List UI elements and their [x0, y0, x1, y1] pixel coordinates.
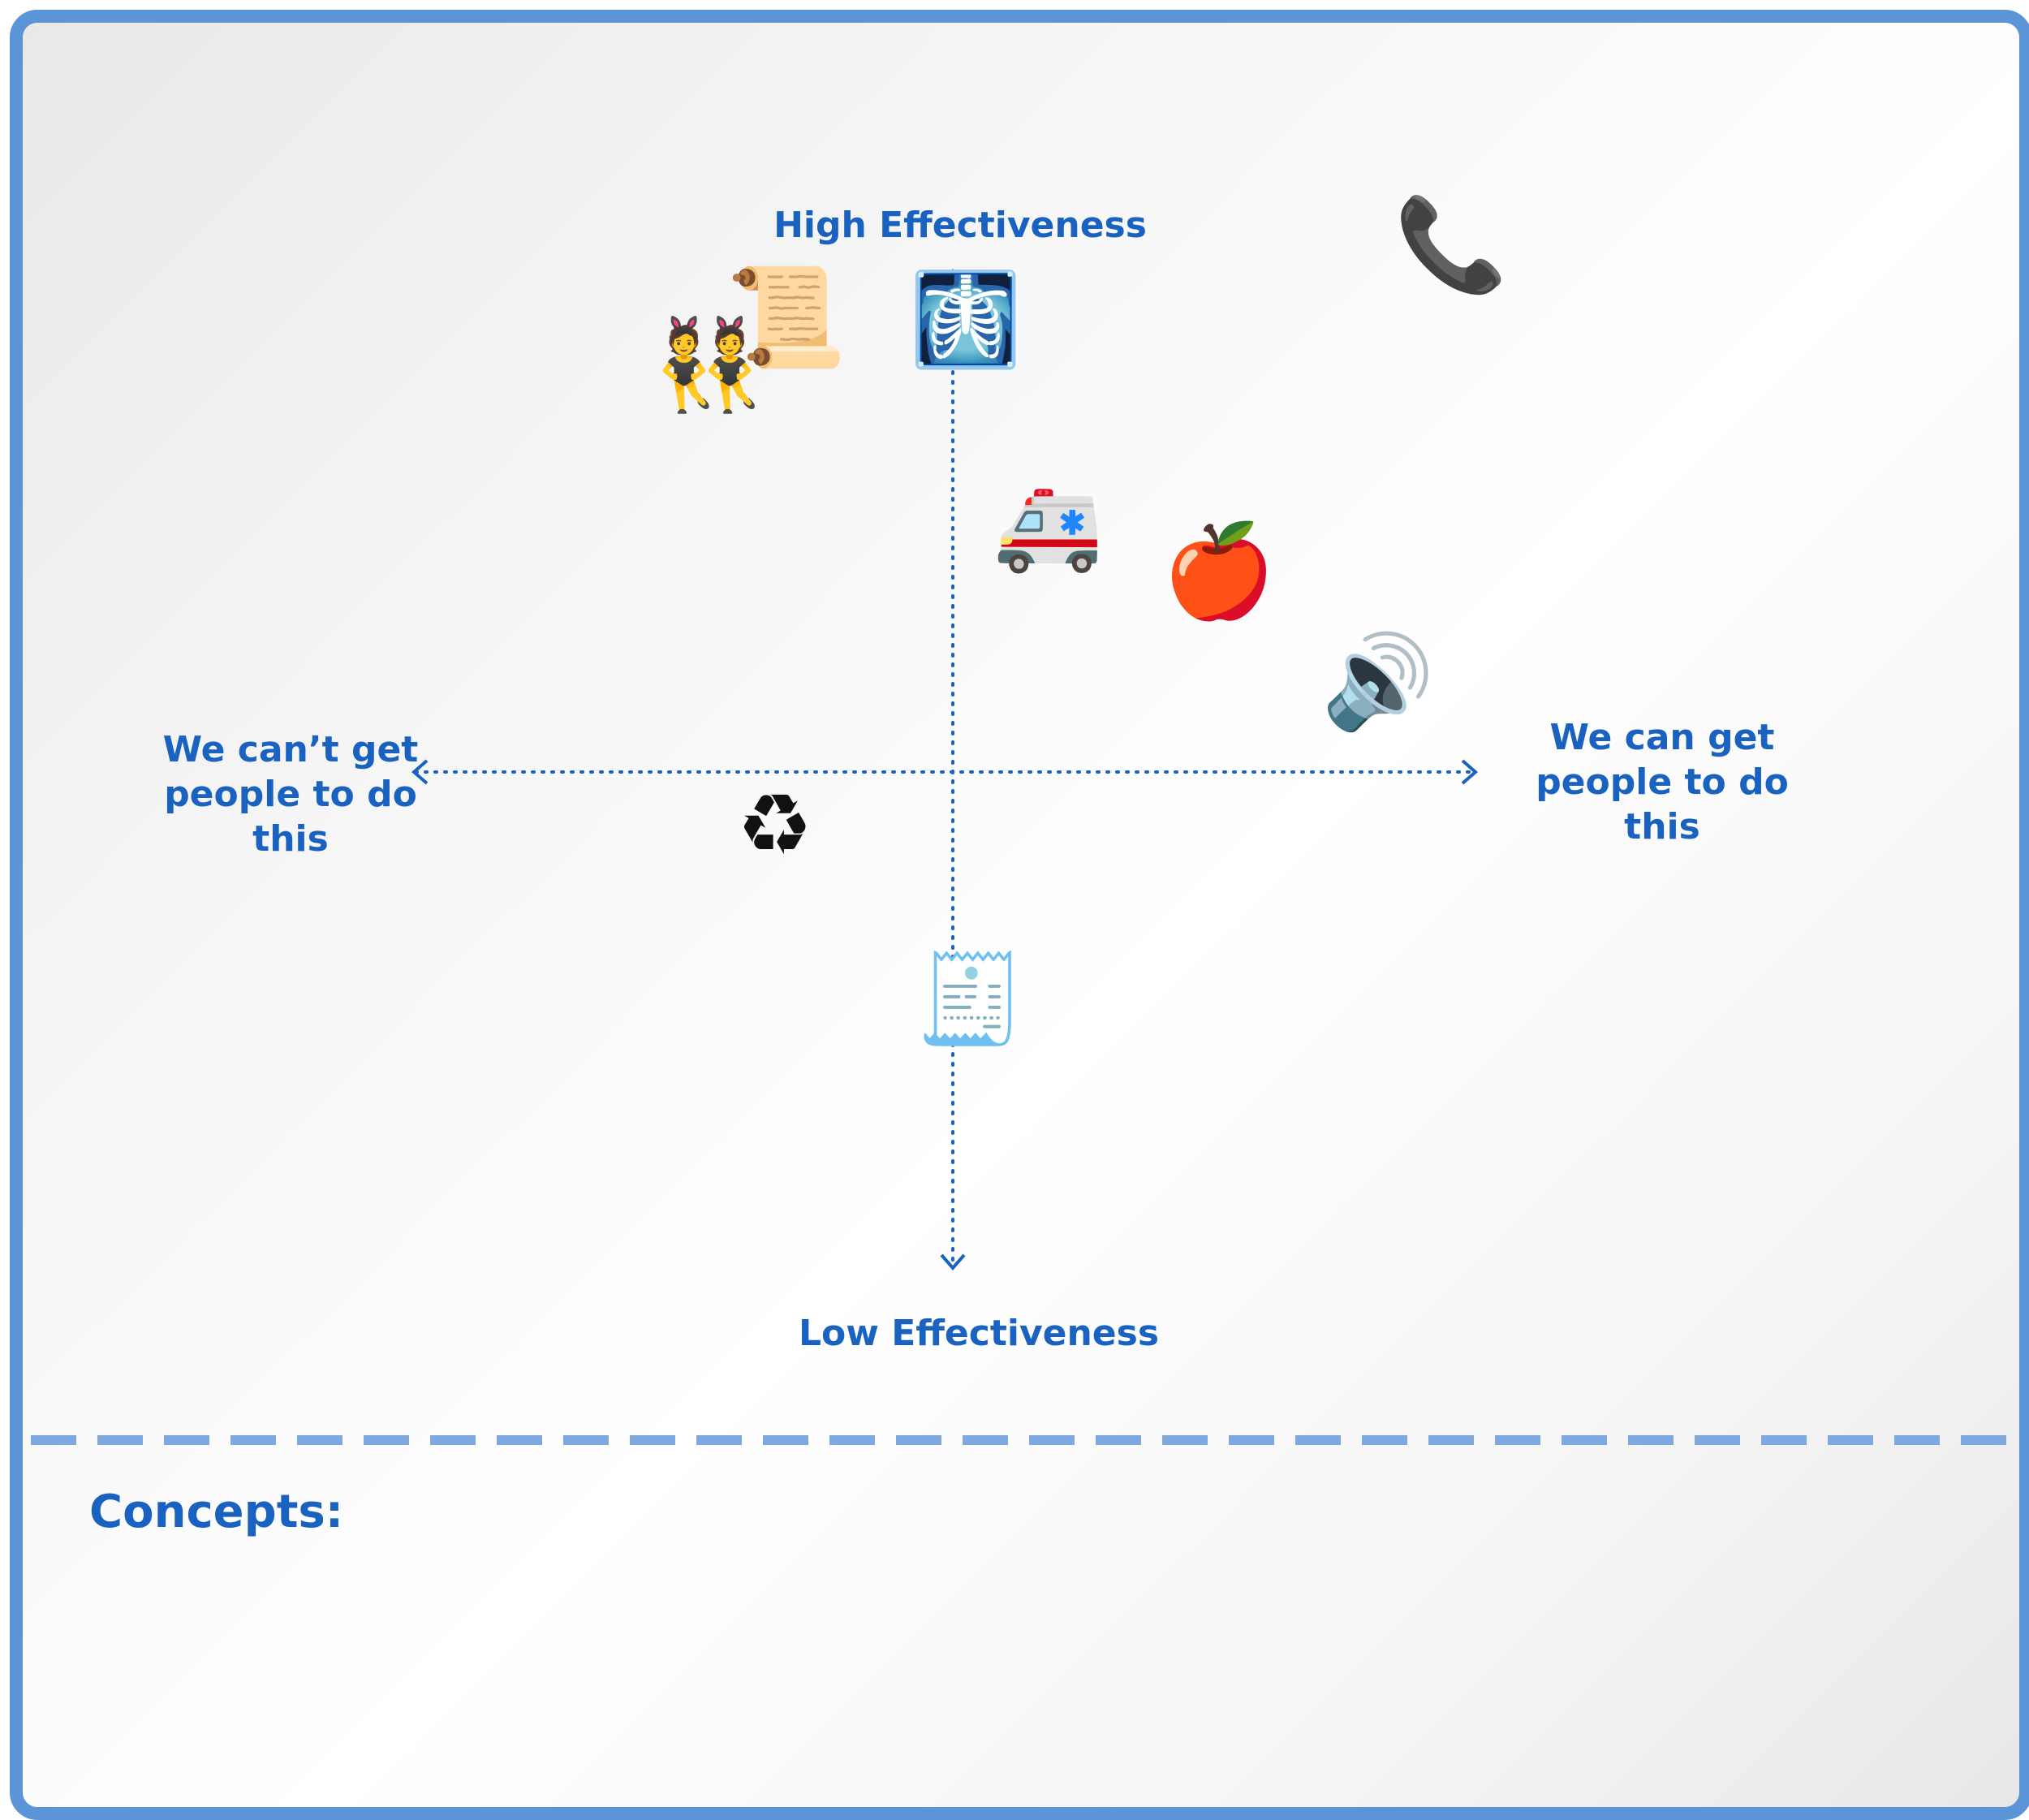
axes-layer [31, 268, 2011, 1445]
receipt-emoji[interactable]: 🧾 [915, 949, 1025, 1050]
phone-bed-emoji[interactable]: 📞 [1394, 192, 1508, 298]
can-get-people-label: We can get people to do this [1536, 717, 1789, 847]
down-arrow-icon [940, 1253, 966, 1271]
low-effectiveness-label: Low Effectiveness [798, 1313, 1160, 1354]
recycle-emoji[interactable]: ♻ [737, 775, 813, 874]
right-arrow-icon [1461, 759, 1479, 785]
matrix-board: High Effectiveness Low Effectiveness We … [10, 10, 2029, 1820]
high-effectiveness-label: High Effectiveness [773, 205, 1147, 246]
dancers-emoji[interactable]: 👯 [653, 313, 764, 416]
ambulance-emoji[interactable]: 🚑 [993, 475, 1103, 576]
up-arrow-icon [940, 268, 966, 286]
scroll-emoji[interactable]: 📜 [726, 261, 847, 374]
xray-emoji[interactable]: 🩻 [909, 267, 1023, 373]
apple-emoji[interactable]: 🍎 [1162, 519, 1276, 624]
concepts-heading: Concepts: [89, 1486, 344, 1538]
speaker-emoji[interactable]: 🔊 [1321, 629, 1435, 735]
cant-get-people-label: We can’t get people to do this [162, 729, 419, 860]
left-arrow-icon [411, 759, 429, 785]
